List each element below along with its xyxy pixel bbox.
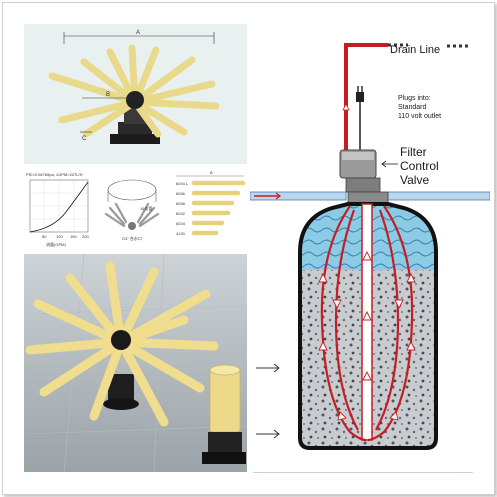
dimension-a-label: A xyxy=(136,30,140,36)
pressure-flow-chart: PSI=0.06765pa, 1GPM=227L/H 50 100 150 20… xyxy=(26,172,89,247)
divider-line xyxy=(253,472,473,473)
flow-arrow-markers xyxy=(318,250,416,421)
spec-charts-strip: PSI=0.06765pa, 1GPM=227L/H 50 100 150 20… xyxy=(24,168,247,250)
power-cord xyxy=(356,86,364,152)
outlet-label: G3" 合水口 xyxy=(122,235,142,241)
arrow-right-icon xyxy=(256,429,280,439)
valve-label-line2: Control xyxy=(400,159,439,173)
drain-pipe: Drain Line xyxy=(342,43,470,158)
riser-tube xyxy=(361,203,373,441)
x-axis-label: 流量(GPM) xyxy=(46,241,66,247)
distributor-product-photo xyxy=(24,254,247,472)
table-header-b: B xyxy=(210,170,213,175)
drain-line-label: Drain Line xyxy=(390,44,440,56)
tick-100: 100 xyxy=(56,234,63,239)
curve-label: PSI=0.06765pa, 1GPM=227L/H xyxy=(26,172,83,177)
tank-shell xyxy=(298,202,438,450)
control-valve xyxy=(339,149,389,205)
tick-50: 50 xyxy=(42,234,47,239)
row-label-4: 6042 xyxy=(176,211,186,216)
dimension-b-label: B xyxy=(106,92,110,98)
distributor-illustration: A B C xyxy=(48,30,220,144)
filter-tank-diagram: Drain Line Plugs into: Standard 110 volt… xyxy=(250,43,490,450)
row-label-6: 4130 xyxy=(176,231,186,236)
distributor-dimension-photo: A B C xyxy=(24,24,247,164)
laterals-count-label: 16支管 xyxy=(140,205,152,211)
tick-150: 150 xyxy=(70,234,77,239)
plugs-note-line1: Plugs into: xyxy=(398,95,431,102)
flow-paths xyxy=(320,205,414,442)
tick-200: 200 xyxy=(82,234,89,239)
arrow-right-icon xyxy=(256,363,280,373)
lateral-tubes xyxy=(25,261,219,427)
lateral-length-table: B 6044 L 6046 6048 6042 6034 4130 xyxy=(176,170,246,236)
valve-label-line1: Filter xyxy=(400,145,427,159)
row-label-3: 6048 xyxy=(176,201,186,206)
dimension-c-label: C xyxy=(82,136,87,142)
row-label-5: 6034 xyxy=(176,221,186,226)
valve-label-line3: Valve xyxy=(400,173,429,187)
plugs-note-line3: 110 volt outlet xyxy=(398,113,441,120)
row-label-1: 6044 L xyxy=(176,181,189,186)
distributor-plan-drawing: 16支管 G3" 合水口 xyxy=(104,179,160,241)
row-label-2: 6046 xyxy=(176,191,186,196)
plugs-note-line2: Standard xyxy=(398,104,427,111)
